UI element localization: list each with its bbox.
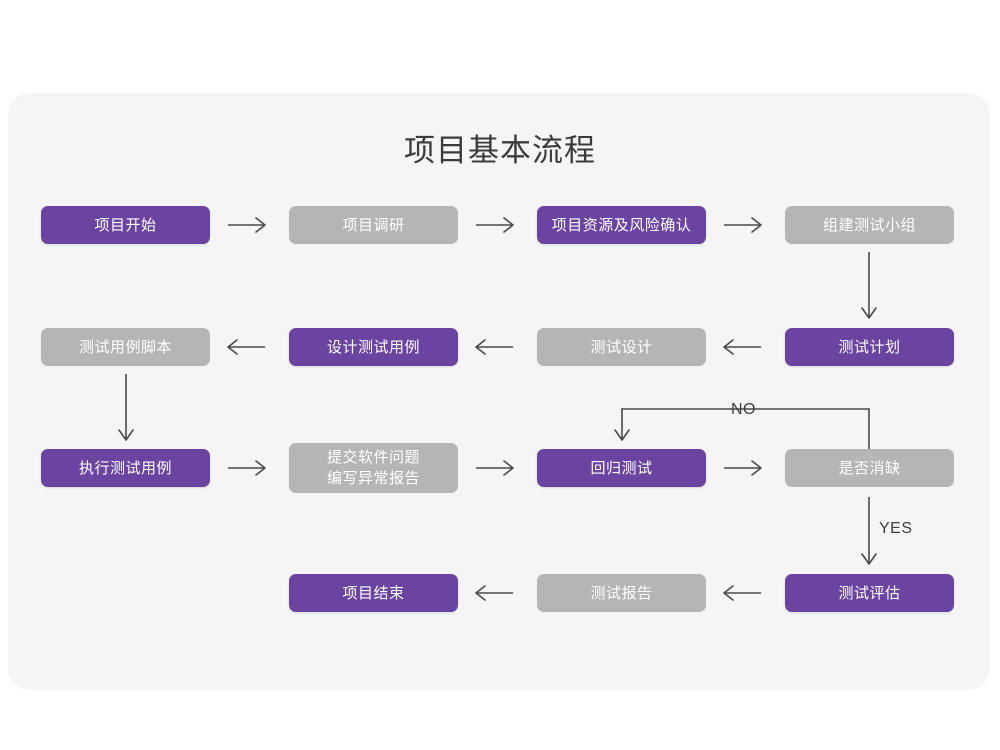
node-project-research[interactable]: 项目调研 [289,206,458,244]
edge-label-no: NO [731,401,756,418]
node-label: 设计测试用例 [326,338,420,356]
node-label: 项目开始 [94,216,157,234]
node-label: 测试设计 [590,338,653,356]
edge-label-yes: YES [879,520,913,537]
node-execute-test-cases[interactable]: 执行测试用例 [41,449,210,487]
node-defect-cleared-check[interactable]: 是否消缺 [785,449,954,487]
node-label: 测试报告 [590,584,653,602]
node-test-plan[interactable]: 测试计划 [785,328,954,366]
node-label: 项目结束 [342,584,405,602]
node-build-test-team[interactable]: 组建测试小组 [785,206,954,244]
node-label: 提交软件问题 编写异常报告 [326,449,420,487]
node-project-start[interactable]: 项目开始 [41,206,210,244]
node-label: 组建测试小组 [822,216,916,234]
node-label: 测试用例脚本 [78,338,172,356]
node-project-end[interactable]: 项目结束 [289,574,458,612]
node-label: 项目调研 [342,216,405,234]
node-label: 测试计划 [838,338,901,356]
node-regression-test[interactable]: 回归测试 [537,449,706,487]
page-title: 项目基本流程 [404,133,596,168]
node-label: 项目资源及风险确认 [551,216,692,234]
node-resource-risk-confirm[interactable]: 项目资源及风险确认 [537,206,706,244]
node-submit-issue-report[interactable]: 提交软件问题 编写异常报告 [289,443,458,493]
node-label: 测试评估 [838,584,901,602]
node-test-report[interactable]: 测试报告 [537,574,706,612]
node-label: 是否消缺 [838,459,901,477]
node-label: 执行测试用例 [78,459,172,477]
node-test-design[interactable]: 测试设计 [537,328,706,366]
node-label: 回归测试 [590,459,653,477]
node-design-test-cases[interactable]: 设计测试用例 [289,328,458,366]
node-test-case-script[interactable]: 测试用例脚本 [41,328,210,366]
node-test-evaluation[interactable]: 测试评估 [785,574,954,612]
